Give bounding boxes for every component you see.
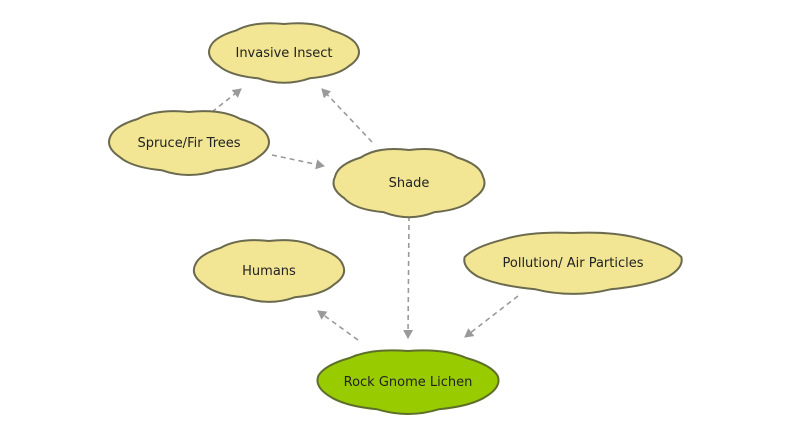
cloud-shape-spruce-fir-trees — [108, 110, 270, 176]
node-label-invasive-insect: Invasive Insect — [235, 46, 332, 61]
node-rock-gnome-lichen: Rock Gnome Lichen — [316, 349, 500, 415]
node-pollution-air-particles: Pollution/ Air Particles — [463, 231, 683, 295]
cloud-shape-invasive-insect — [208, 22, 360, 84]
arrow-spruce-fir-trees-to-shade — [271, 154, 325, 170]
arrow-shade-to-rock-gnome-lichen — [403, 215, 414, 339]
edges-layer — [211, 88, 519, 341]
node-humans: Humans — [192, 239, 346, 303]
cloud-shape-rock-gnome-lichen — [316, 349, 500, 415]
arrow-spruce-fir-trees-to-invasive-insect — [211, 88, 242, 113]
cloud-shape-pollution-air-particles — [463, 231, 683, 295]
arrow-rock-gnome-lichen-to-humans — [317, 310, 359, 341]
node-label-humans: Humans — [242, 264, 296, 279]
node-spruce-fir-trees: Spruce/Fir Trees — [108, 110, 270, 176]
node-label-pollution-air-particles: Pollution/ Air Particles — [503, 256, 644, 271]
cloud-shape-humans — [192, 239, 346, 303]
node-invasive-insect: Invasive Insect — [208, 22, 360, 84]
arrow-pollution-air-particles-to-rock-gnome-lichen — [464, 295, 519, 338]
node-label-spruce-fir-trees: Spruce/Fir Trees — [137, 136, 240, 151]
node-label-rock-gnome-lichen: Rock Gnome Lichen — [344, 375, 473, 390]
cloud-shape-shade — [332, 147, 486, 219]
node-label-shade: Shade — [389, 176, 430, 191]
node-shade: Shade — [332, 147, 486, 219]
arrow-shade-to-invasive-insect — [321, 88, 373, 143]
